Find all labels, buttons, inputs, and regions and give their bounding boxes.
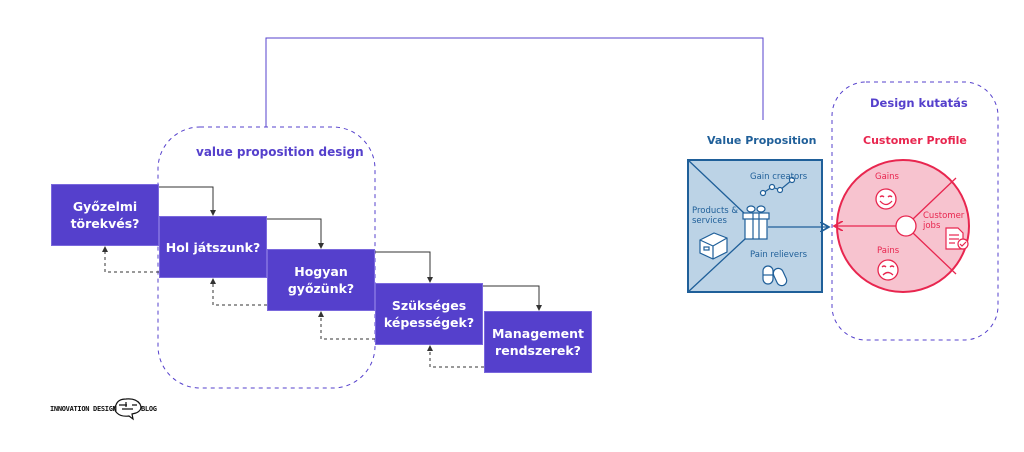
forward-arrows bbox=[159, 186, 542, 311]
design-kutatas-group bbox=[831, 81, 999, 341]
logo-text-right: BLOG bbox=[141, 405, 157, 413]
brain-logo-icon bbox=[114, 398, 142, 421]
step-box-hogyan-gyozunk[interactable]: Hogyan győzünk? bbox=[267, 249, 375, 311]
value-proposition-design-title: value proposition design bbox=[196, 145, 364, 159]
step-box-hol-jatszunk[interactable]: Hol játszunk? bbox=[159, 216, 267, 278]
gains-label: Gains bbox=[875, 172, 899, 182]
logo-text-left: INNOVATION DESIGN bbox=[50, 405, 117, 413]
customer-profile-canvas bbox=[834, 159, 970, 293]
value-proposition-canvas bbox=[687, 159, 829, 293]
gift-icon bbox=[742, 205, 770, 240]
step-box-szukseges-kepessegek[interactable]: Szükséges képességek? bbox=[375, 283, 483, 345]
customer-head-icon bbox=[895, 215, 917, 237]
step-box-management-rendszerek[interactable]: Management rendszerek? bbox=[484, 311, 592, 373]
document-check-icon bbox=[945, 227, 969, 250]
top-connector bbox=[265, 37, 764, 127]
sad-face-icon bbox=[877, 259, 899, 281]
happy-face-icon bbox=[875, 188, 897, 210]
feedback-arrows bbox=[102, 246, 484, 368]
step-box-gyozelmi-torekves[interactable]: Győzelmi törekvés? bbox=[51, 184, 159, 246]
pills-icon bbox=[762, 265, 788, 287]
gain-creators-label: Gain creators bbox=[750, 172, 808, 182]
customer-jobs-label: Customer jobs bbox=[923, 211, 965, 231]
pain-relievers-label: Pain relievers bbox=[750, 250, 808, 260]
box-icon bbox=[699, 232, 728, 260]
value-proposition-design-group bbox=[157, 126, 376, 389]
products-services-label: Products & services bbox=[692, 206, 739, 226]
growth-chart-icon bbox=[759, 176, 796, 197]
pains-label: Pains bbox=[877, 246, 900, 256]
design-kutatas-title: Design kutatás bbox=[870, 96, 968, 110]
value-proposition-title: Value Proposition bbox=[707, 134, 817, 147]
customer-profile-title: Customer Profile bbox=[863, 134, 967, 147]
